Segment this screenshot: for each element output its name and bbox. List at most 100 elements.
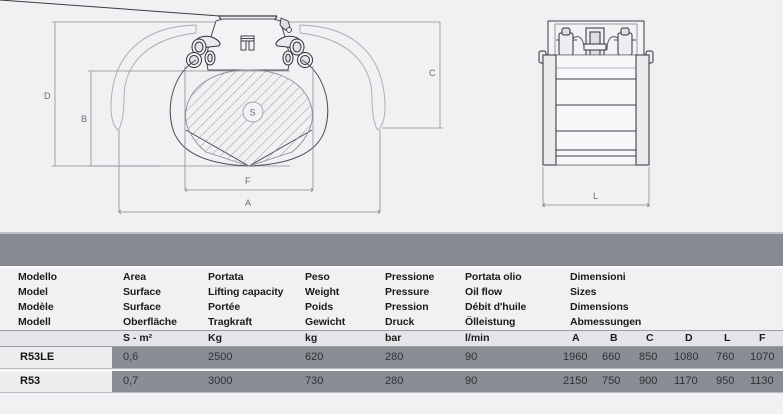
- side-rails: [542, 54, 650, 166]
- top-bracket-detail: [279, 17, 292, 33]
- cell-dim-c: 900: [639, 375, 658, 387]
- header-capacity-en: Lifting capacity: [208, 286, 284, 298]
- header-model-de: Modell: [18, 316, 51, 328]
- cell-dim-f: 1070: [750, 351, 775, 363]
- cell-dim-a: 2150: [563, 375, 588, 387]
- table-header-row-en: Model Surface Lifting capacity Weight Pr…: [0, 285, 783, 300]
- cell-dim-c: 850: [639, 351, 658, 363]
- area-marker-label: S: [250, 108, 256, 118]
- header-sizes-de: Abmessungen: [570, 316, 642, 328]
- dimension-label-A: A: [245, 198, 251, 208]
- front-view-drawing: D B C: [0, 0, 470, 232]
- table-bottom-edge: [0, 392, 783, 396]
- header-oilflow-it: Portata olio: [465, 271, 522, 283]
- table-units-row: S - m² Kg kg bar l/min A B C D L F: [0, 330, 783, 347]
- header-area-de: Oberfläche: [123, 316, 177, 328]
- model-cell-background: [0, 371, 112, 392]
- model-cell-background: [0, 347, 112, 368]
- hydraulic-hoses: [572, 36, 619, 51]
- cell-dim-d: 1080: [674, 351, 699, 363]
- unit-dim-a: A: [572, 332, 580, 344]
- table-header-row-de: Modell Oberfläche Tragkraft Gewicht Druc…: [0, 315, 783, 330]
- cell-dim-b: 660: [602, 351, 621, 363]
- row-divider: [0, 368, 783, 371]
- header-area-it: Area: [123, 271, 146, 283]
- header-sizes-fr: Dimensions: [570, 301, 629, 313]
- specifications-table: Modello Area Portata Peso Pressione Port…: [0, 232, 783, 414]
- cell-dim-d: 1170: [674, 375, 698, 387]
- unit-dim-d: D: [685, 332, 693, 344]
- tine-ribs: [556, 67, 636, 157]
- cell-area: 0,6: [123, 351, 139, 363]
- dimension-label-C: C: [429, 68, 436, 78]
- dimension-label-F: F: [245, 176, 251, 186]
- header-area-en: Surface: [123, 286, 161, 298]
- side-view-drawing: L: [500, 0, 783, 232]
- header-capacity-de: Tragkraft: [208, 316, 253, 328]
- unit-dim-b: B: [610, 332, 618, 344]
- unit-dim-l: L: [724, 332, 731, 344]
- table-header-row-it: Modello Area Portata Peso Pressione Port…: [0, 270, 783, 285]
- unit-capacity: Kg: [208, 332, 222, 344]
- cell-oilflow: 90: [465, 375, 478, 387]
- dimension-line-C: [382, 22, 443, 129]
- technical-drawings-area: D B C: [0, 0, 783, 232]
- unit-pressure: bar: [385, 332, 402, 344]
- header-model-en: Model: [18, 286, 48, 298]
- cell-model: R53: [20, 375, 41, 387]
- data-cells-background: [112, 371, 783, 392]
- cell-capacity: 3000: [208, 375, 233, 387]
- header-capacity-it: Portata: [208, 271, 244, 283]
- unit-dim-f: F: [759, 332, 766, 344]
- header-oilflow-en: Oil flow: [465, 286, 503, 298]
- header-sizes-en: Sizes: [570, 286, 597, 298]
- cell-pressure: 280: [385, 351, 404, 363]
- cell-capacity: 2500: [208, 351, 233, 363]
- header-pressure-en: Pressure: [385, 286, 430, 298]
- header-weight-de: Gewicht: [305, 316, 346, 328]
- cell-dim-l: 760: [716, 351, 735, 363]
- table-rows-area: Modello Area Portata Peso Pressione Port…: [0, 270, 783, 396]
- header-area-fr: Surface: [123, 301, 161, 313]
- grapple-open-jaw-right: [299, 24, 386, 131]
- cell-area: 0,7: [123, 375, 139, 387]
- header-pressure-de: Druck: [385, 316, 415, 328]
- header-oilflow-de: Ölleistung: [465, 316, 516, 328]
- cell-weight: 730: [305, 375, 324, 387]
- grapple-open-jaw-left: [110, 24, 197, 131]
- grapple-shell-side: [542, 54, 650, 166]
- table-row[interactable]: R53LE 0,6 2500 620 280 90 1960 660 850 1…: [0, 347, 783, 368]
- unit-area: S - m²: [123, 332, 153, 344]
- header-sizes-it: Dimensioni: [570, 271, 626, 283]
- area-marker-circle: [242, 101, 264, 123]
- header-capacity-fr: Portée: [208, 301, 241, 313]
- dimension-line-L: [542, 167, 650, 208]
- unit-dim-c: C: [646, 332, 654, 344]
- dimension-label-L: L: [593, 191, 598, 201]
- unit-weight: kg: [305, 332, 318, 344]
- cell-weight: 620: [305, 351, 324, 363]
- cell-model: R53LE: [20, 351, 55, 363]
- header-pressure-it: Pressione: [385, 271, 435, 283]
- header-weight-en: Weight: [305, 286, 340, 298]
- header-model-it: Modello: [18, 271, 57, 283]
- right-pivot-cluster: [275, 35, 313, 68]
- dimension-label-B: B: [81, 114, 87, 124]
- grapple-head-body: [0, 0, 291, 71]
- cell-pressure: 280: [385, 375, 404, 387]
- table-row[interactable]: R53 0,7 3000 730 280 90 2150 750 900 117…: [0, 371, 783, 392]
- dimension-line-A: [118, 130, 381, 215]
- grapple-top-plate: [218, 15, 278, 21]
- header-weight-fr: Poids: [305, 301, 334, 313]
- table-top-band: [0, 232, 783, 268]
- header-pressure-fr: Pression: [385, 301, 429, 313]
- header-weight-it: Peso: [305, 271, 330, 283]
- header-model-fr: Modèle: [18, 301, 54, 313]
- table-header-row-fr: Modèle Surface Portée Poids Pression Déb…: [0, 300, 783, 315]
- cell-dim-l: 950: [716, 375, 735, 387]
- cell-dim-f: 1130: [750, 375, 774, 387]
- cell-oilflow: 90: [465, 351, 478, 363]
- dimension-line-F: [184, 66, 314, 193]
- hydraulic-valve-icon: [240, 35, 255, 51]
